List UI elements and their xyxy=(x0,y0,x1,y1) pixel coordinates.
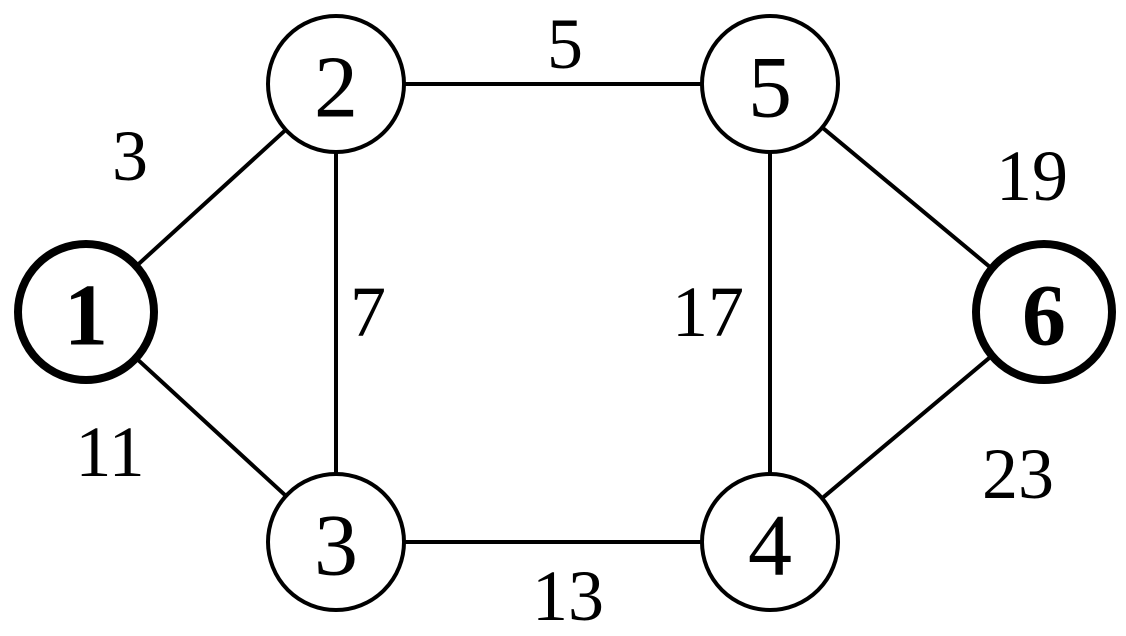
node-circle-1 xyxy=(14,240,158,384)
node-label-2: 2 xyxy=(314,40,358,137)
node-label-1: 1 xyxy=(64,268,108,365)
edge-weight-5-4: 17 xyxy=(672,272,744,352)
edge-weight-5-6: 19 xyxy=(996,136,1068,216)
node-label-5: 5 xyxy=(748,40,792,137)
edge-1-3 xyxy=(134,356,288,498)
edge-weight-1-3: 11 xyxy=(75,412,144,492)
edge-4-6 xyxy=(820,353,994,501)
edge-weight-4-6: 23 xyxy=(982,434,1054,514)
node-circle-3 xyxy=(266,472,406,612)
node-6: 6 xyxy=(972,240,1116,384)
node-label-6: 6 xyxy=(1022,268,1066,365)
node-5: 5 xyxy=(700,14,840,154)
edges-layer xyxy=(134,82,994,544)
node-2: 2 xyxy=(266,14,406,154)
node-circle-4 xyxy=(700,472,840,612)
node-1: 1 xyxy=(14,240,158,384)
edge-weight-3-4: 13 xyxy=(532,556,604,636)
node-circle-2 xyxy=(266,14,406,154)
edge-weight-2-5: 5 xyxy=(547,4,583,84)
node-circle-6 xyxy=(972,240,1116,384)
edge-5-6 xyxy=(820,125,994,271)
edge-weight-2-3: 7 xyxy=(350,272,386,352)
node-4: 4 xyxy=(700,472,840,612)
node-label-3: 3 xyxy=(314,498,358,595)
edge-1-2 xyxy=(134,127,288,269)
node-label-4: 4 xyxy=(748,498,792,595)
edge-weight-1-2: 3 xyxy=(112,116,148,196)
node-circle-5 xyxy=(700,14,840,154)
node-3: 3 xyxy=(266,472,406,612)
